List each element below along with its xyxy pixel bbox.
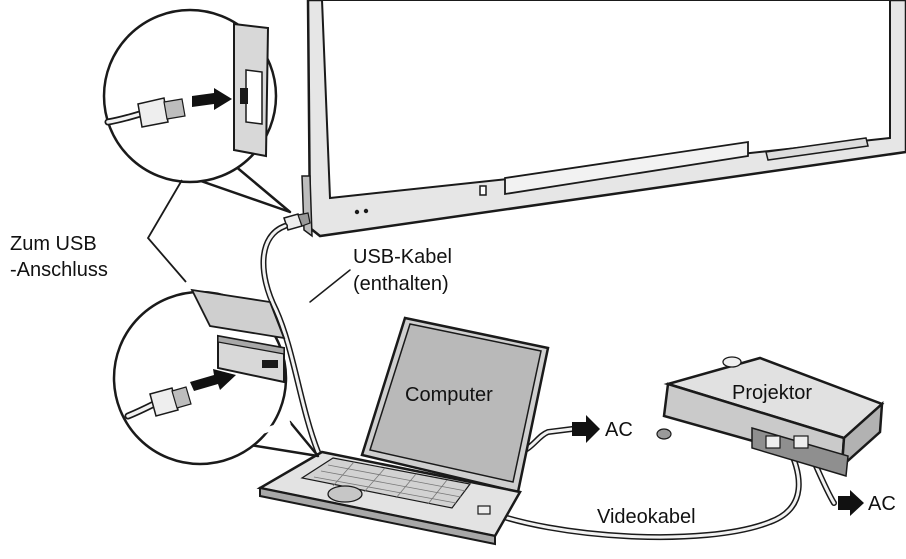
label-bracket [146,179,187,283]
label-usb-cable-line2: (enthalten) [353,273,449,295]
laptop [256,316,550,546]
usb-plug-board [283,212,311,231]
projector [656,356,885,477]
label-ac-computer: AC [605,419,633,441]
label-video-cable: Videokabel [597,506,696,528]
label-usb-cable-line1: USB-Kabel [353,246,452,268]
arrow-right-icon [838,490,864,516]
inset-whiteboard-port [102,8,292,214]
pen-icon [479,185,487,196]
arrow-right-icon [572,415,600,443]
arrow-right-icon [192,88,232,110]
inset-computer-port [112,288,320,466]
label-usb-port-line1: Zum USB [10,233,97,255]
label-usb-port-line2: -Anschluss [10,259,108,281]
label-projector: Projektor [732,382,813,404]
label-ac-projector: AC [868,493,896,515]
arrow-right-icon [190,369,236,391]
whiteboard [301,0,906,238]
label-computer: Computer [405,384,493,406]
